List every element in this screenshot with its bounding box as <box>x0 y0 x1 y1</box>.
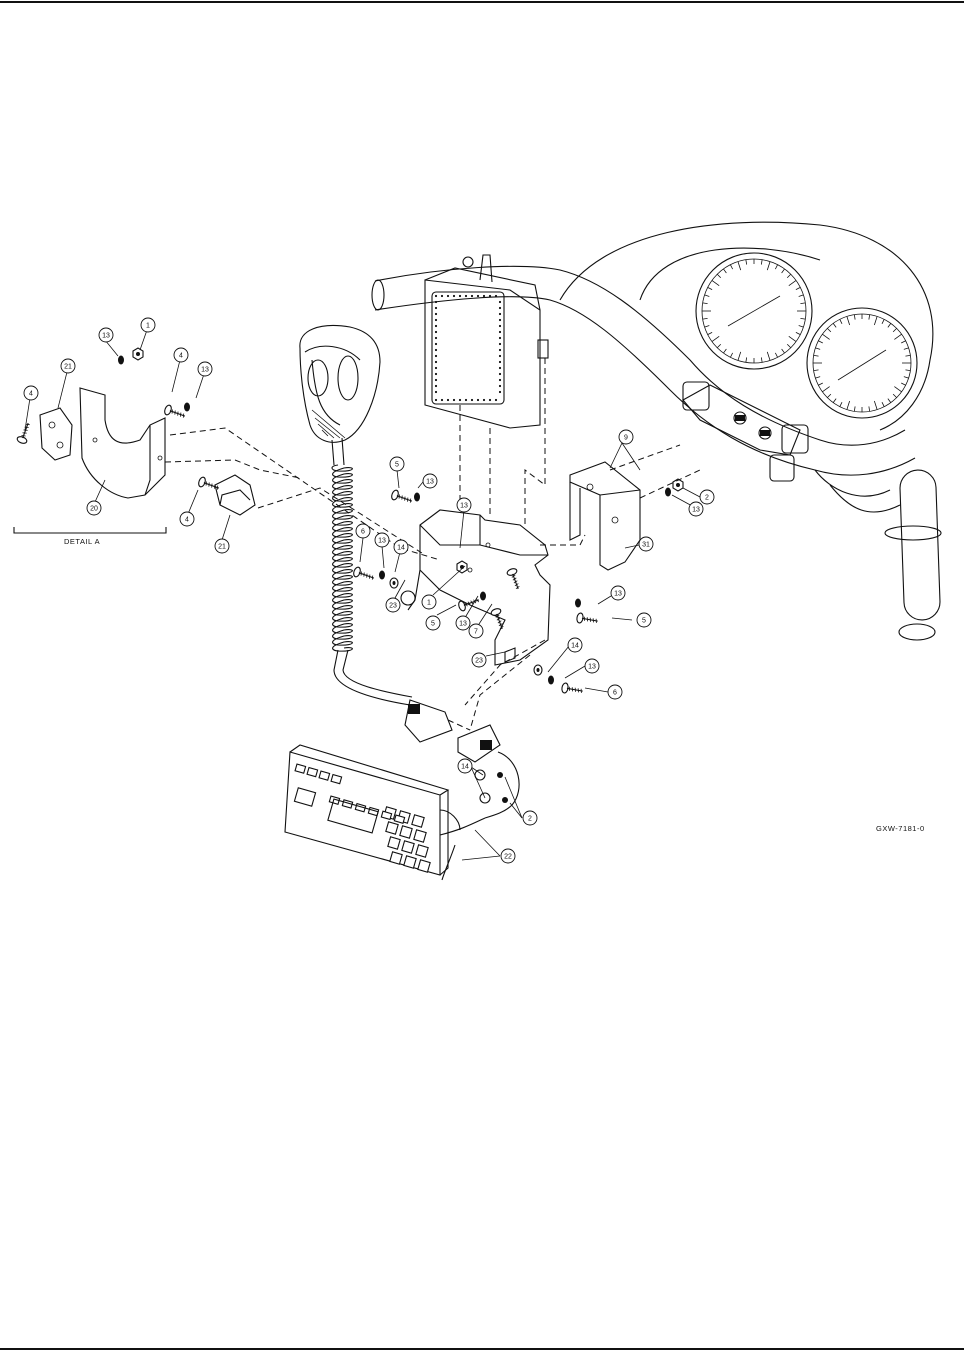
svg-text:13: 13 <box>378 538 386 545</box>
callout-balloon: 13 <box>585 659 599 673</box>
svg-text:7: 7 <box>474 629 478 636</box>
svg-text:2: 2 <box>528 816 532 823</box>
callout-balloon: 13 <box>456 616 470 630</box>
callout-balloon: 13 <box>457 498 471 512</box>
svg-text:6: 6 <box>361 529 365 536</box>
callout-balloon: 13 <box>375 533 389 547</box>
svg-text:13: 13 <box>426 479 434 486</box>
tachometer-gauge <box>807 308 917 418</box>
center-mounting-bracket <box>401 510 550 665</box>
callout-balloon: 14 <box>568 638 582 652</box>
detail-a-annotation: DETAIL A <box>14 527 166 546</box>
callout-balloon: 6 <box>608 685 622 699</box>
svg-text:22: 22 <box>504 854 512 861</box>
svg-text:5: 5 <box>642 618 646 625</box>
callout-balloon: 13 <box>611 586 625 600</box>
svg-text:4: 4 <box>185 517 189 524</box>
svg-text:13: 13 <box>692 507 700 514</box>
callout-balloon: 2 <box>523 811 537 825</box>
assembly-lines <box>165 358 700 730</box>
svg-text:14: 14 <box>461 764 469 771</box>
svg-text:21: 21 <box>64 364 72 371</box>
svg-text:2: 2 <box>705 495 709 502</box>
callout-balloon: 21 <box>61 359 75 373</box>
radio-control-head <box>285 745 460 875</box>
svg-text:5: 5 <box>431 621 435 628</box>
callout-balloon: 20 <box>87 501 101 515</box>
svg-text:13: 13 <box>614 591 622 598</box>
callout-balloon: 7 <box>469 624 483 638</box>
callout-balloon: 5 <box>637 613 651 627</box>
callout-balloon: 4 <box>174 348 188 362</box>
svg-text:13: 13 <box>102 333 110 340</box>
handlebar-grip <box>899 469 940 620</box>
callout-balloon: 22 <box>501 849 515 863</box>
svg-text:13: 13 <box>201 367 209 374</box>
svg-text:5: 5 <box>395 462 399 469</box>
callout-balloon: 31 <box>639 537 653 551</box>
detail-a-label: DETAIL A <box>64 537 100 546</box>
leader-lines <box>25 330 700 860</box>
callout-balloon: 14 <box>458 759 472 773</box>
svg-text:20: 20 <box>90 506 98 513</box>
svg-text:9: 9 <box>624 435 628 442</box>
callout-balloon: 13 <box>423 474 437 488</box>
callout-balloon: 4 <box>24 386 38 400</box>
right-bracket <box>570 462 640 570</box>
svg-text:4: 4 <box>29 391 33 398</box>
microphone <box>300 326 412 705</box>
callout-balloon: 6 <box>356 524 370 538</box>
svg-text:31: 31 <box>642 542 650 549</box>
mic-clip <box>215 475 255 515</box>
callout-balloon: 5 <box>426 616 440 630</box>
callout-balloon: 1 <box>422 595 436 609</box>
callout-balloon: 2 <box>700 490 714 504</box>
svg-text:23: 23 <box>389 603 397 610</box>
callout-balloon: 5 <box>390 457 404 471</box>
callout-balloon: 13 <box>99 328 113 342</box>
svg-text:14: 14 <box>571 643 579 650</box>
svg-text:13: 13 <box>588 664 596 671</box>
callout-balloon: 23 <box>472 653 486 667</box>
handlebar-assembly <box>372 222 941 640</box>
svg-text:13: 13 <box>459 621 467 628</box>
callout-balloon: 4 <box>180 512 194 526</box>
svg-text:4: 4 <box>179 353 183 360</box>
svg-text:14: 14 <box>397 545 405 552</box>
callout-balloon: 9 <box>619 430 633 444</box>
svg-text:1: 1 <box>146 323 150 330</box>
svg-text:13: 13 <box>460 503 468 510</box>
svg-text:6: 6 <box>613 690 617 697</box>
speaker-unit <box>425 255 548 428</box>
callout-balloons: 1 13 21 4 4 13 20 4 21 5 13 13 6 13 14 1… <box>24 318 714 863</box>
svg-text:1: 1 <box>427 600 431 607</box>
callout-balloon: 14 <box>394 540 408 554</box>
callout-balloon: 23 <box>386 598 400 612</box>
callout-balloon: 13 <box>198 362 212 376</box>
callout-balloon: 13 <box>689 502 703 516</box>
callout-balloon: 1 <box>141 318 155 332</box>
svg-text:23: 23 <box>475 658 483 665</box>
callout-balloon: 21 <box>215 539 229 553</box>
svg-text:21: 21 <box>218 544 226 551</box>
drawing-number: GXW-7181-0 <box>876 824 925 833</box>
